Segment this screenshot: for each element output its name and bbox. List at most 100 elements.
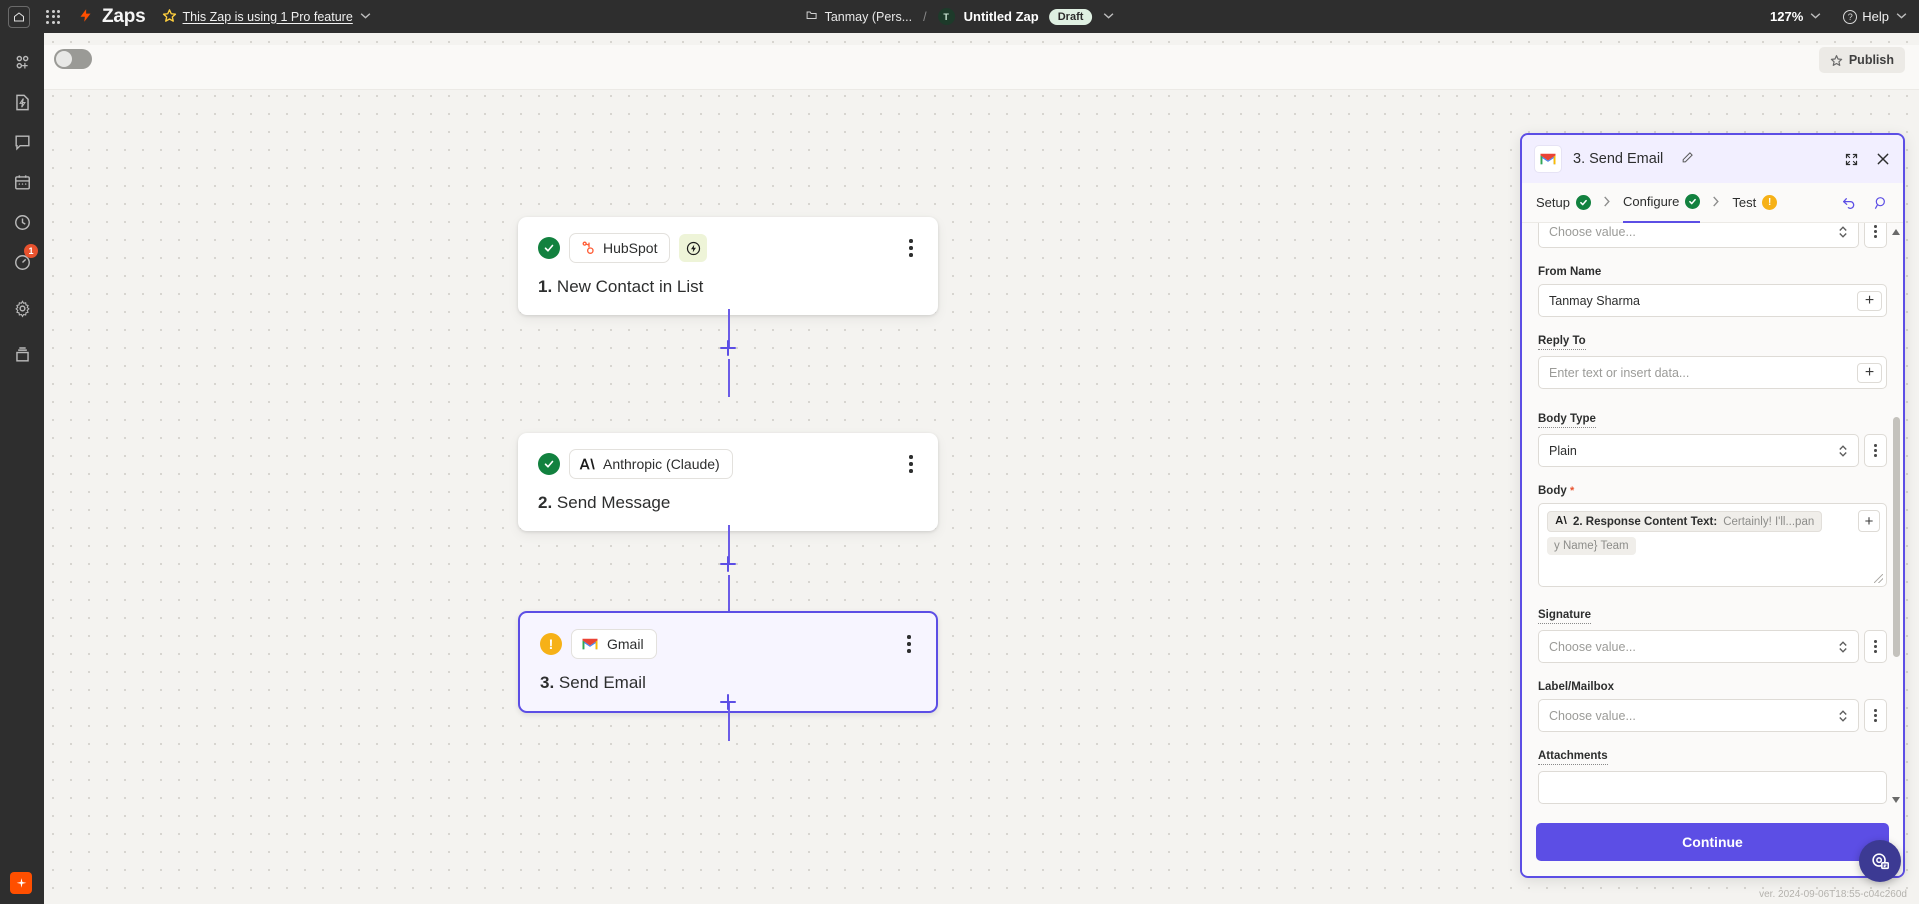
star-icon (1830, 54, 1843, 67)
add-step-button-3[interactable] (717, 691, 739, 713)
node-step-number: 3. (540, 673, 555, 692)
sidebar-item-settings[interactable] (7, 293, 37, 323)
chevron-down-icon[interactable] (360, 11, 371, 22)
chevron-down-icon[interactable] (1810, 11, 1821, 22)
chevron-updown-icon (1838, 640, 1848, 654)
field-attachments: Attachments (1538, 746, 1887, 804)
triangle-up-icon[interactable] (1891, 227, 1900, 236)
support-chat-icon[interactable] (1859, 840, 1901, 882)
from-name-input[interactable]: Tanmay Sharma + (1538, 284, 1887, 317)
app-chip-hubspot[interactable]: HubSpot (569, 233, 671, 263)
undo-icon[interactable] (1841, 195, 1857, 211)
select-value: Choose value... (1549, 224, 1636, 239)
signature-select[interactable]: Choose value... (1538, 630, 1859, 663)
tab-label: Configure (1622, 194, 1680, 209)
sidebar-item-chat[interactable] (7, 127, 37, 157)
trigger-bolt-icon (679, 234, 708, 262)
add-step-button-2[interactable] (717, 553, 739, 575)
label-mailbox-options-button[interactable] (1864, 699, 1887, 732)
check-circle-icon (538, 237, 560, 259)
tab-configure[interactable]: Configure (1622, 183, 1701, 223)
version-label: ver. 2024-09-06T18:55-c04c260d (1759, 889, 1907, 900)
zap-canvas[interactable]: Publish HubSpot (44, 33, 1919, 904)
panel-scrollbar[interactable] (1891, 227, 1901, 804)
reply-to-input[interactable]: Enter text or insert data... + (1538, 356, 1887, 389)
anthropic-icon (1555, 515, 1567, 528)
continue-button[interactable]: Continue (1536, 823, 1889, 861)
sidebar-item-tables[interactable] (7, 339, 37, 369)
input-value: Tanmay Sharma (1549, 293, 1641, 308)
body-type-select[interactable]: Plain (1538, 434, 1859, 467)
pencil-icon[interactable] (1681, 151, 1694, 167)
node-title-3: 3. Send Email (540, 673, 916, 693)
page-title: Zaps (102, 5, 146, 27)
cc-bcc-options-button[interactable] (1864, 223, 1887, 248)
resize-handle[interactable] (1874, 574, 1883, 583)
select-value: Plain (1549, 443, 1577, 458)
cc-bcc-select[interactable]: Choose value... (1538, 223, 1859, 248)
check-circle-icon (538, 453, 560, 475)
warning-circle-icon: ! (540, 633, 562, 655)
chevron-down-icon[interactable] (1896, 11, 1907, 22)
help-label[interactable]: Help (1862, 9, 1889, 24)
expand-icon[interactable] (1844, 152, 1859, 167)
signature-options-button[interactable] (1864, 630, 1887, 663)
zapier-logo-icon[interactable] (10, 872, 32, 894)
attachments-select[interactable] (1538, 771, 1887, 804)
body-editor[interactable]: 2. Response Content Text: Certainly! I'l… (1538, 503, 1887, 587)
publish-button[interactable]: Publish (1818, 47, 1905, 73)
folder-icon (805, 9, 818, 24)
chevron-down-icon[interactable] (1103, 11, 1114, 22)
app-chip-gmail[interactable]: Gmail (571, 629, 657, 659)
folder-name[interactable]: Tanmay (Pers... (824, 9, 913, 24)
flow-connector-1 (728, 309, 730, 347)
data-token[interactable]: 2. Response Content Text: Certainly! I'l… (1547, 511, 1823, 532)
enable-zap-toggle[interactable] (54, 49, 92, 69)
sidebar-item-calendar[interactable] (7, 167, 37, 197)
field-label: Attachments (1538, 750, 1608, 765)
app-chip-anthropic[interactable]: Anthropic (Claude) (569, 449, 733, 479)
body-type-options-button[interactable] (1864, 434, 1887, 467)
triangle-down-icon[interactable] (1891, 795, 1900, 804)
app-grid-icon[interactable] (46, 9, 60, 24)
sidebar-item-templates[interactable] (7, 87, 37, 117)
panel-header-actions (1844, 151, 1891, 167)
tab-test[interactable]: Test ! (1732, 183, 1778, 223)
sidebar-item-zaps[interactable] (7, 47, 37, 77)
tab-setup[interactable]: Setup (1536, 183, 1591, 223)
data-token-overflow[interactable]: y Name} Team (1547, 537, 1636, 555)
flow-node-2[interactable]: Anthropic (Claude) 2. Send Message (518, 433, 938, 531)
kebab-menu-icon[interactable] (898, 631, 920, 657)
field-label-text: Body (1538, 485, 1567, 497)
insert-data-button[interactable]: + (1858, 510, 1880, 532)
zoom-level[interactable]: 127% (1770, 9, 1804, 24)
kebab-menu-icon[interactable] (900, 451, 922, 477)
field-label-mailbox: Label/Mailbox Choose value... (1538, 677, 1887, 732)
insert-data-button[interactable]: + (1857, 290, 1882, 311)
pro-feature-notice[interactable]: This Zap is using 1 Pro feature (182, 9, 353, 24)
hubspot-icon (579, 240, 595, 256)
question-circle-icon[interactable]: ? (1843, 9, 1858, 24)
add-step-button-1[interactable] (717, 337, 739, 359)
canvas-toolbar (44, 45, 1919, 90)
insert-data-button[interactable]: + (1857, 362, 1882, 383)
gmail-icon (581, 637, 599, 651)
node-step-title: New Contact in List (556, 277, 704, 296)
scrollbar-thumb[interactable] (1893, 417, 1900, 657)
node-step-title: Send Message (556, 493, 671, 512)
close-icon[interactable] (1875, 151, 1891, 167)
home-icon[interactable] (8, 5, 30, 28)
sidebar-item-analytics[interactable]: 1 (7, 244, 38, 277)
top-bar-right: 127% ? Help (1770, 9, 1907, 24)
panel-form[interactable]: Choose value... From Name Tanmay Sharma … (1522, 223, 1903, 808)
zap-title[interactable]: Untitled Zap (963, 9, 1039, 24)
panel-footer: Continue (1522, 808, 1903, 876)
flow-node-1[interactable]: HubSpot 1. New Contact in List (518, 217, 938, 315)
field-label: Body * (1538, 485, 1574, 497)
chevron-right-icon (1603, 195, 1611, 210)
search-icon[interactable] (1873, 195, 1889, 211)
kebab-menu-icon[interactable] (900, 235, 922, 261)
chevron-updown-icon (1838, 709, 1848, 723)
sidebar-item-history[interactable] (7, 207, 37, 237)
label-mailbox-select[interactable]: Choose value... (1538, 699, 1859, 732)
